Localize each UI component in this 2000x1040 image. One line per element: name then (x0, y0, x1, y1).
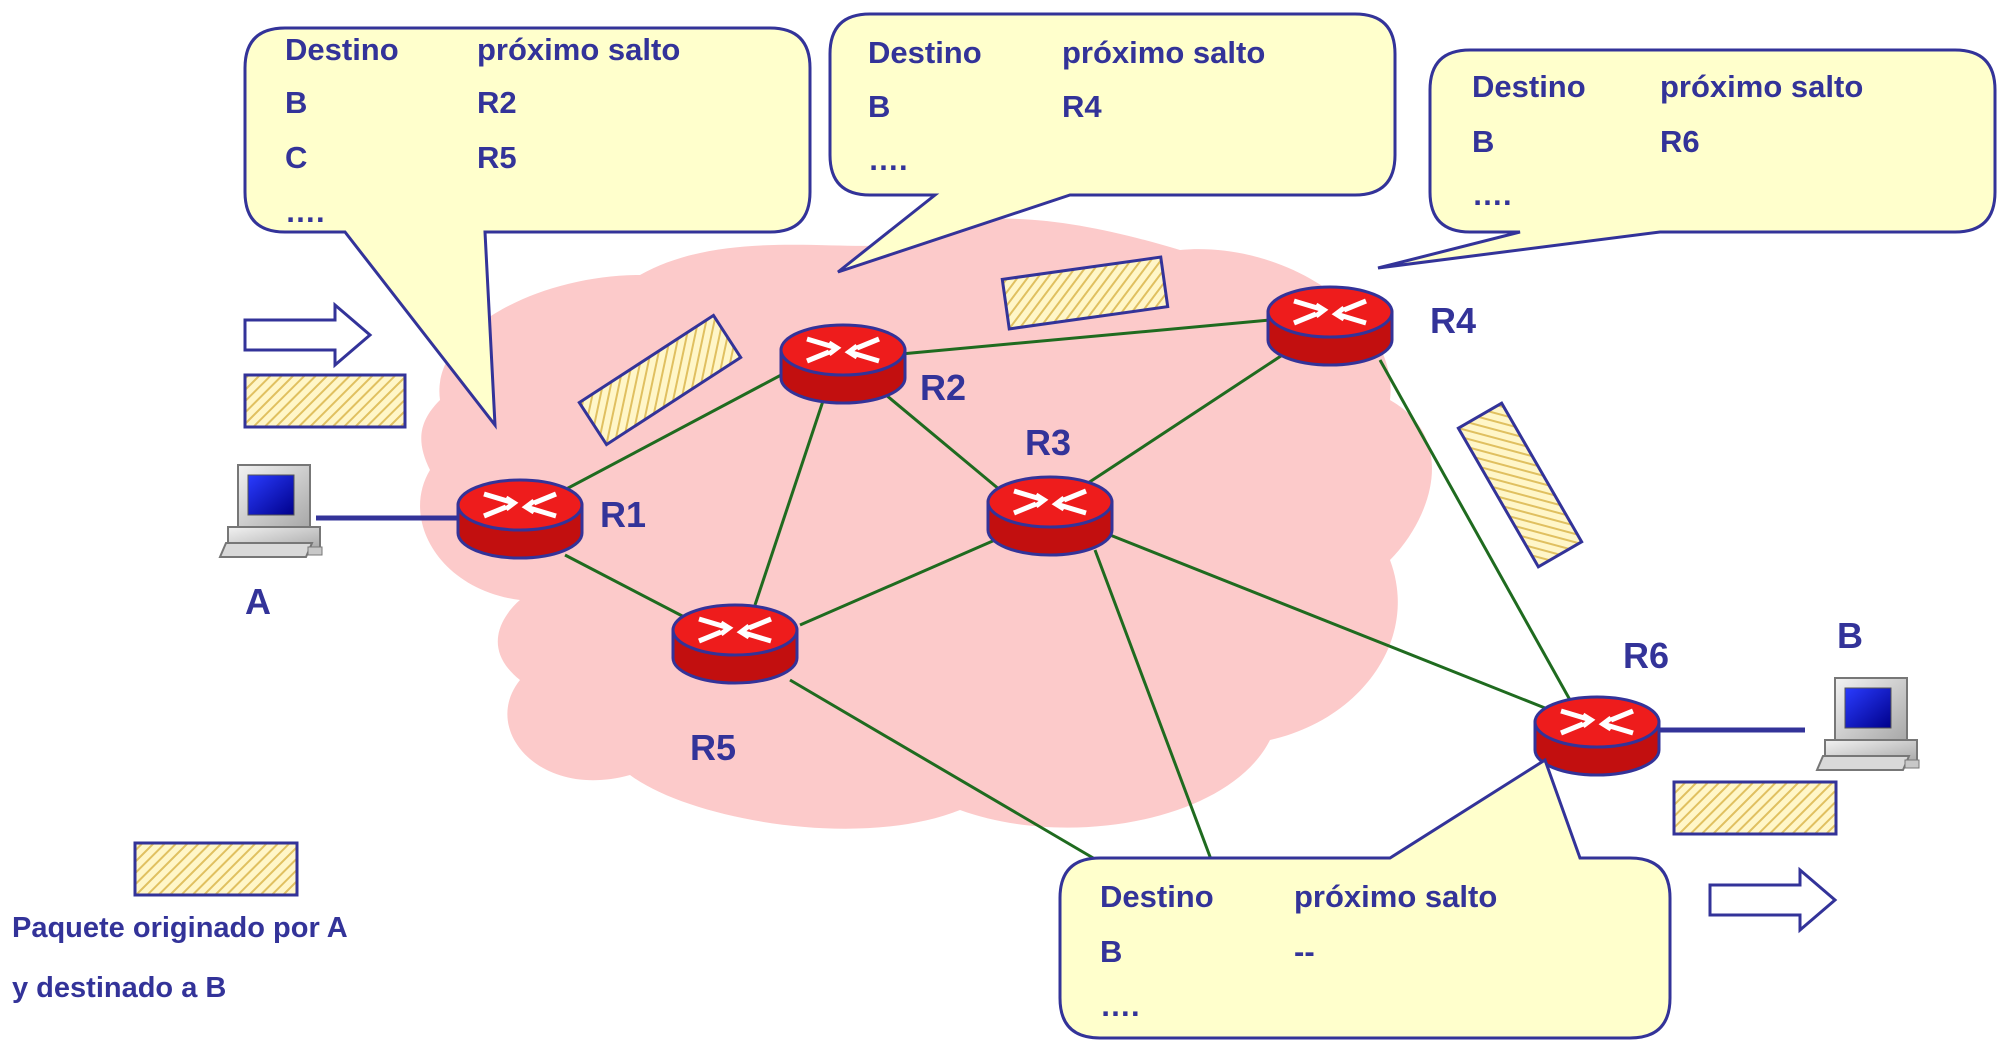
table-row-next: R4 (1062, 89, 1102, 124)
host-b-computer-icon[interactable] (1815, 677, 1920, 771)
router-r5[interactable] (671, 603, 799, 685)
router-arrows-icon (806, 336, 880, 364)
routing-table-r4: Destino próximo salto B R6 …. (1472, 69, 1863, 212)
router-arrows-icon (483, 491, 557, 519)
packet-r2-r4 (1000, 255, 1170, 331)
table-row-next: R6 (1660, 124, 1700, 159)
table-header-destino: Destino (285, 32, 399, 67)
table-row-dest: B (868, 89, 890, 124)
legend-line-2: y destinado a B (12, 972, 226, 1004)
callout-r4 (1377, 48, 1997, 270)
routing-table-r1: Destino próximo salto B R2 C R5 …. (285, 32, 680, 229)
table-row-next: R2 (477, 85, 517, 120)
table-row-next: -- (1294, 934, 1315, 969)
packet-legend-key (133, 841, 299, 897)
link-r1-r5 (564, 553, 691, 622)
routing-table-r6: Destino próximo salto B -- …. (1100, 879, 1497, 1023)
packet-r6-b (1672, 780, 1838, 836)
host-label-a: A (245, 581, 271, 622)
table-row-dest: B (285, 85, 307, 120)
table-ellipsis: …. (1100, 988, 1140, 1023)
link-r2-r3 (879, 388, 1001, 492)
packet-r4-r6 (1456, 401, 1584, 569)
link-r3-r4 (1084, 348, 1291, 487)
arrow-in-icon (243, 301, 373, 369)
packet-r1-r2 (577, 313, 743, 447)
table-row-dest: C (285, 140, 307, 175)
link-r3-r5 (799, 538, 996, 627)
table-row-next: R5 (477, 140, 517, 175)
table-header-destino: Destino (1100, 879, 1214, 914)
router-label-r5: R5 (690, 727, 736, 768)
router-r6[interactable] (1533, 695, 1661, 777)
table-header-destino: Destino (1472, 69, 1586, 104)
router-label-r6: R6 (1623, 635, 1669, 676)
table-header-destino: Destino (868, 35, 982, 70)
table-header-next-hop: próximo salto (1660, 69, 1863, 104)
link-r5-bottom (789, 678, 1101, 864)
router-r1[interactable] (456, 478, 584, 560)
table-ellipsis: …. (1472, 177, 1512, 212)
host-a-computer-icon[interactable] (218, 464, 323, 558)
router-label-r4: R4 (1430, 300, 1476, 341)
router-arrows-icon (1560, 708, 1634, 736)
table-header-next-hop: próximo salto (1062, 35, 1265, 70)
table-header-next-hop: próximo salto (477, 32, 680, 67)
router-r3[interactable] (986, 475, 1114, 557)
network-links (554, 318, 1572, 871)
packet-legend (243, 373, 407, 429)
router-label-r1: R1 (600, 494, 646, 535)
link-r3-r6 (1109, 533, 1551, 712)
host-label-b: B (1837, 615, 1863, 656)
callout-r1 (243, 26, 812, 430)
link-r1-r2 (554, 363, 801, 497)
router-label-r3: R3 (1025, 422, 1071, 463)
table-ellipsis: …. (285, 194, 325, 229)
callout-r2 (828, 12, 1397, 274)
router-r2[interactable] (779, 323, 907, 405)
arrow-out-icon (1708, 866, 1838, 934)
table-ellipsis: …. (868, 142, 908, 177)
link-r2-r4 (889, 318, 1271, 357)
link-r3-bottom (1093, 549, 1217, 871)
link-r4-r6 (1378, 359, 1572, 701)
router-label-r2: R2 (920, 367, 966, 408)
table-row-dest: B (1100, 934, 1122, 969)
callout-r6 (1058, 757, 1672, 1040)
link-r2-r5 (753, 394, 827, 606)
table-header-next-hop: próximo salto (1294, 879, 1497, 914)
router-r4[interactable] (1266, 285, 1394, 367)
legend-line-1: Paquete originado por A (12, 912, 348, 944)
router-arrows-icon (1013, 488, 1087, 516)
table-row-dest: B (1472, 124, 1494, 159)
routing-table-r2: Destino próximo salto B R4 …. (868, 35, 1265, 177)
router-arrows-icon (1293, 298, 1367, 326)
router-arrows-icon (698, 616, 772, 644)
